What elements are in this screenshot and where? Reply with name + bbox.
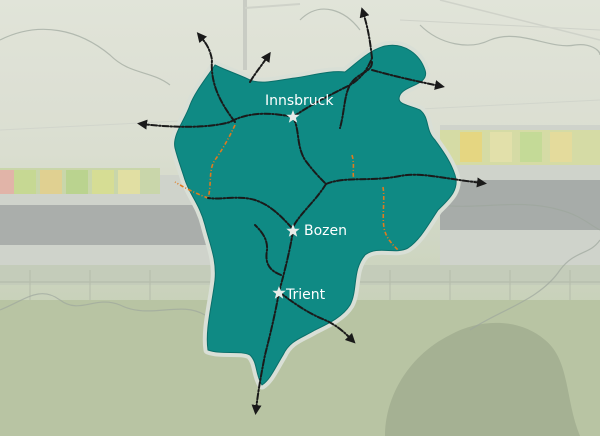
rail-southeast-exit	[278, 291, 356, 344]
star-icon	[286, 224, 300, 237]
region-shape	[174, 44, 457, 386]
city-label-trient: Trient	[285, 287, 326, 303]
rail-north-brenner-exit	[359, 7, 373, 59]
city-innsbruck[interactable]: Innsbruck	[265, 93, 334, 123]
branch-lines	[174, 124, 399, 251]
city-label-bozen: Bozen	[304, 223, 347, 239]
rail-north-exit	[249, 51, 271, 83]
rail-south-exit	[251, 291, 280, 415]
rail-northwest-exit	[196, 32, 236, 123]
city-bozen[interactable]: Bozen	[286, 223, 347, 239]
rail-east-exit	[325, 173, 487, 188]
star-icon	[286, 110, 300, 123]
city-label-innsbruck: Innsbruck	[265, 93, 334, 109]
rail-lines	[137, 7, 487, 415]
rail-west-exit	[137, 112, 294, 130]
rail-northeast-exit	[371, 69, 445, 90]
star-icon	[272, 286, 286, 299]
city-trient[interactable]: Trient	[272, 286, 326, 303]
